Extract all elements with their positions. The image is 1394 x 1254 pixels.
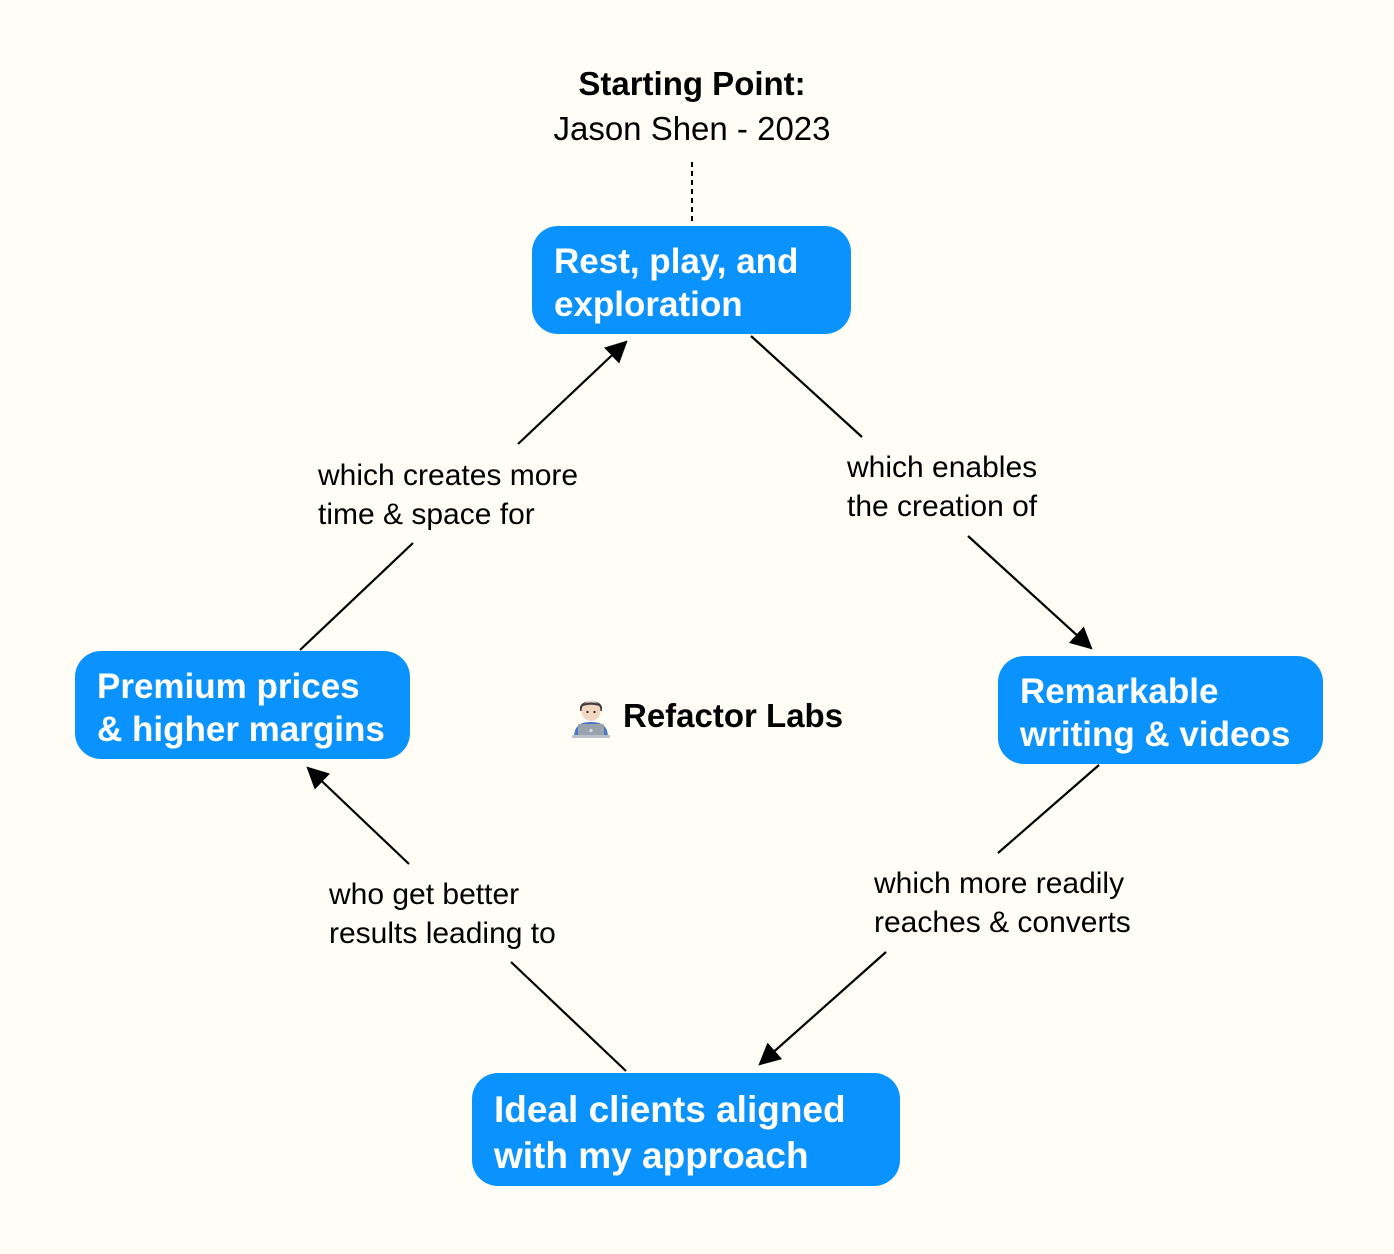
brand-refactor-labs: Refactor Labs (569, 694, 843, 738)
edge-label-line-1: who get better (329, 878, 520, 911)
node-label-line-1: Rest, play, and (554, 242, 799, 281)
node-label-line-2: with my approach (494, 1135, 809, 1176)
edge-enables-to-writing-arrow (967, 535, 1093, 650)
edge-label-enables: which enables the creation of (847, 448, 1037, 526)
edge-label-reaches: which more readily reaches & converts (874, 864, 1131, 942)
node-label-line-1: Ideal clients aligned (494, 1089, 846, 1130)
edge-label-line-2: results leading to (329, 917, 556, 950)
edge-label-creates: which creates more time & space for (318, 456, 578, 534)
edge-creates-to-rest-arrow (517, 340, 628, 445)
node-label-line-1: Remarkable (1020, 672, 1219, 711)
edge-reaches-to-clients-arrow (758, 951, 887, 1066)
edge-rest-to-label-enables-line (750, 335, 863, 438)
edge-label-line-2: reaches & converts (874, 906, 1131, 939)
node-ideal-clients[interactable]: Ideal clients aligned with my approach (472, 1073, 900, 1186)
node-label-line-2: exploration (554, 285, 743, 324)
edge-writing-to-label-reaches-line (997, 764, 1100, 854)
edge-label-line-1: which more readily (874, 867, 1125, 900)
starting-point-subtitle: Jason Shen - 2023 (553, 110, 831, 147)
edge-results-to-premium-arrow (306, 766, 410, 865)
node-remarkable-writing-videos[interactable]: Remarkable writing & videos (998, 656, 1323, 764)
brand-name: Refactor Labs (623, 697, 844, 734)
starting-point-title: Starting Point: (578, 65, 806, 102)
edge-clients-to-label-results-line (510, 961, 627, 1072)
node-label-line-2: writing & videos (1020, 715, 1291, 754)
edge-premium-to-label-creates-line (299, 542, 414, 651)
node-label-line-2: & higher margins (97, 710, 385, 749)
edge-label-line-1: which enables (847, 451, 1038, 484)
edge-label-line-2: the creation of (847, 490, 1038, 523)
edge-label-line-1: which creates more (318, 459, 579, 492)
technologist-emoji-icon (572, 701, 610, 738)
node-rest-play-exploration[interactable]: Rest, play, and exploration (532, 226, 851, 334)
edge-label-line-2: time & space for (318, 498, 535, 531)
node-premium-prices[interactable]: Premium prices & higher margins (75, 651, 410, 759)
node-label-line-1: Premium prices (97, 667, 360, 706)
edge-label-results: who get better results leading to (329, 875, 556, 953)
